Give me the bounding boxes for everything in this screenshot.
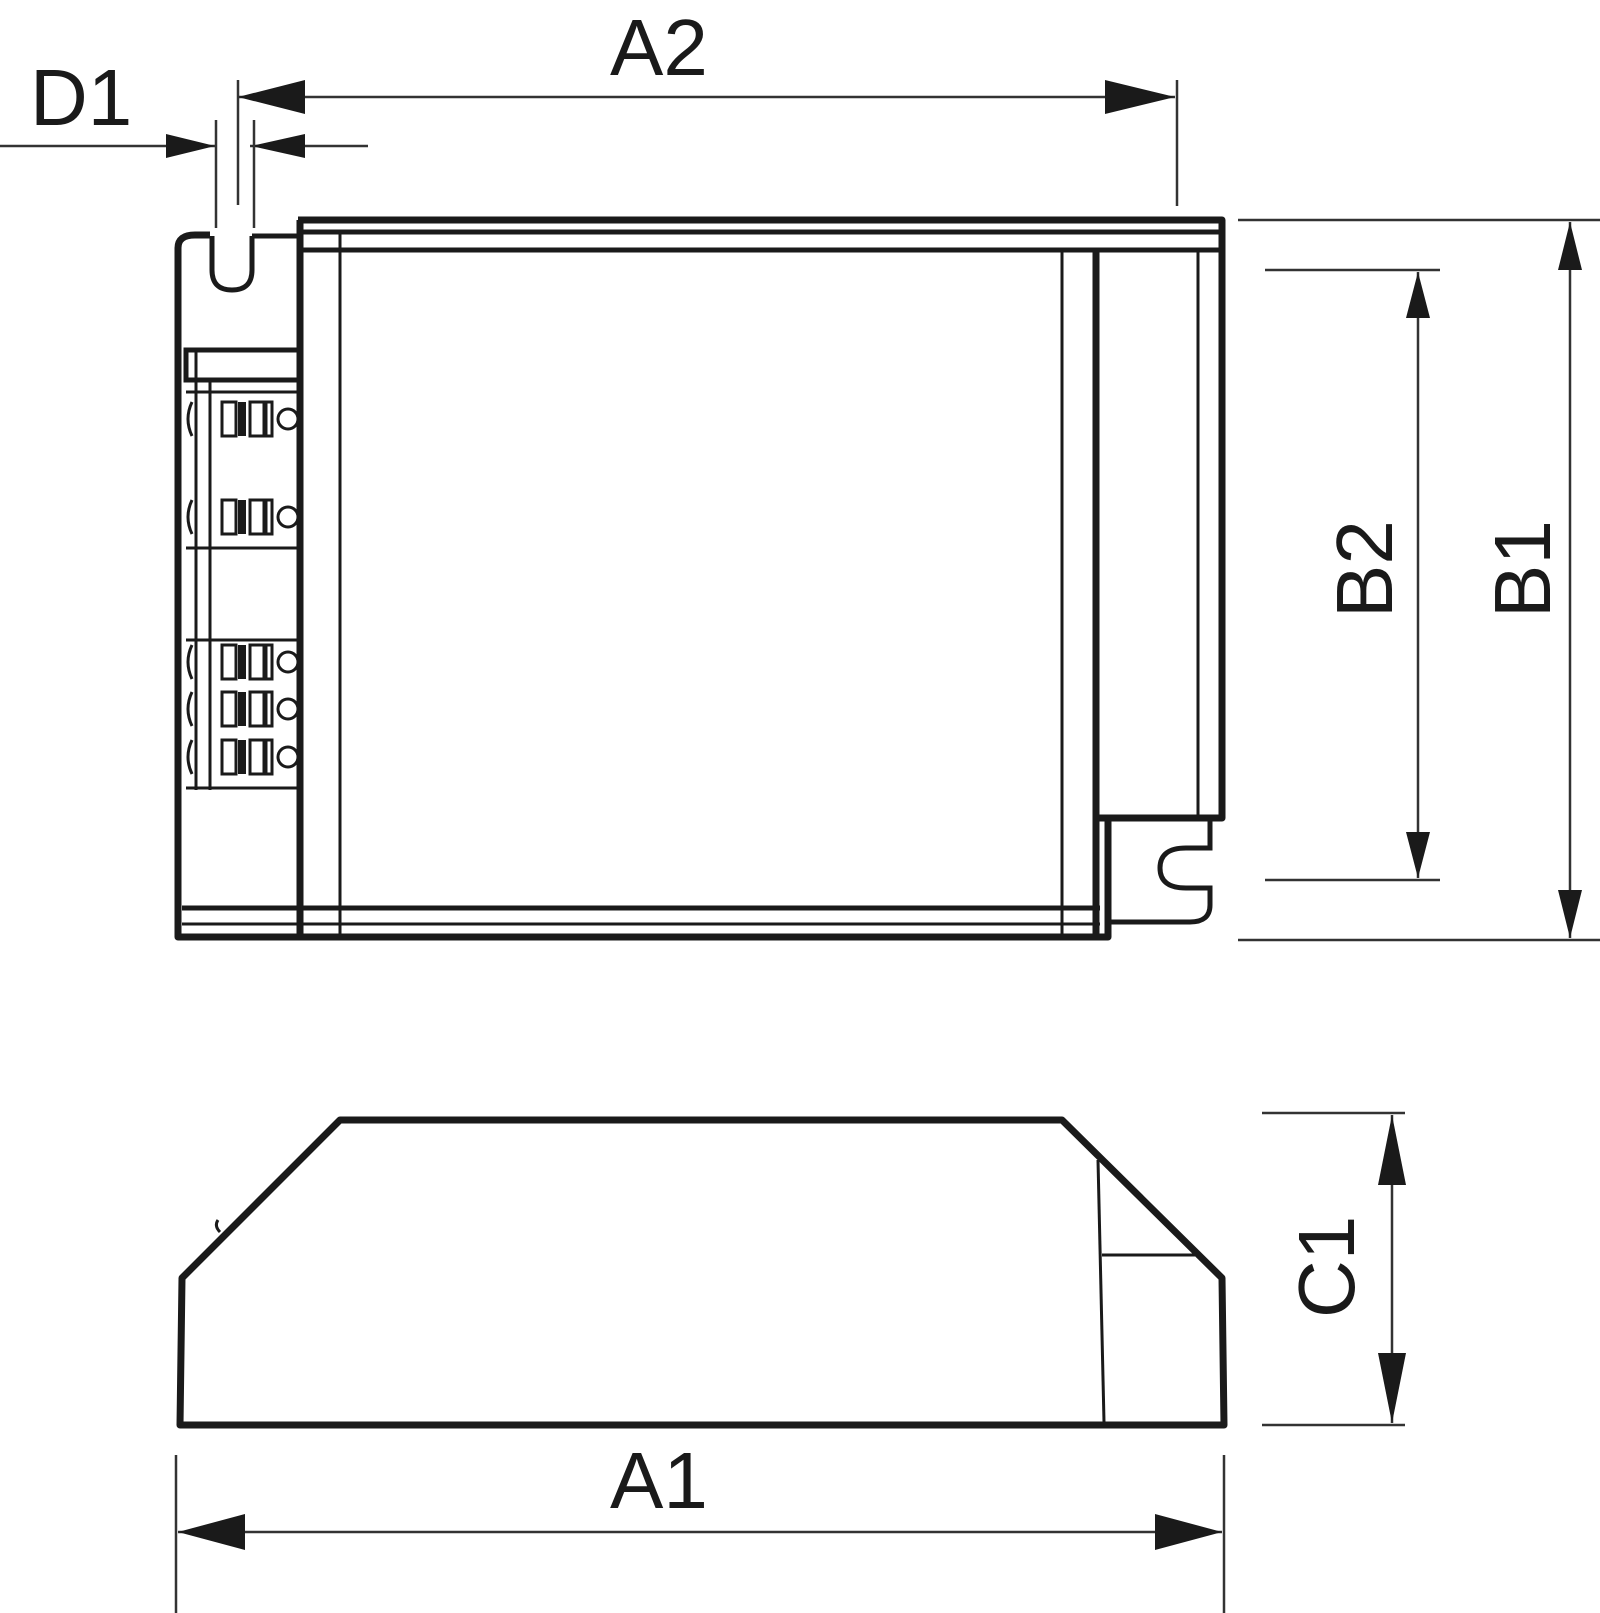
dimension-b1: B1 [1238, 218, 1600, 942]
terminal-screw-icon [276, 650, 300, 674]
terminal-cover [183, 347, 303, 383]
dimension-a2: A2 [238, 3, 1179, 206]
terminal-screw-icon [276, 407, 300, 431]
mounting-slot-bottom-right [1108, 818, 1213, 925]
dimension-label-b1: B1 [1478, 520, 1567, 618]
dimension-label-b2: B2 [1320, 520, 1409, 618]
terminal-screw-icon [276, 745, 300, 769]
dimension-b2: B2 [1265, 268, 1440, 882]
dimension-a1: A1 [174, 1436, 1226, 1613]
terminal-screw-icon [276, 505, 300, 529]
terminal-block [220, 690, 300, 728]
mounting-slot-top-left [209, 236, 255, 293]
terminal-block [220, 400, 300, 438]
side-notch [214, 1219, 222, 1234]
terminal-screw-icon [276, 697, 300, 721]
terminal-block [220, 498, 300, 536]
terminal-strip [183, 347, 303, 790]
housing-outline [174, 216, 1226, 941]
dimension-label-a1: A1 [610, 1436, 708, 1525]
terminal-block [220, 738, 300, 776]
side-inner-line [1096, 1159, 1106, 1423]
terminal-block [220, 643, 300, 681]
dimension-label-a2: A2 [610, 3, 708, 92]
dimension-c1: C1 [1262, 1111, 1406, 1427]
dimension-label-c1: C1 [1282, 1216, 1371, 1318]
side-profile-outline [176, 1116, 1228, 1429]
top-view [174, 216, 1226, 941]
dimension-label-d1: D1 [30, 53, 132, 142]
side-view [176, 1116, 1228, 1429]
dimension-d1: D1 [0, 53, 368, 228]
